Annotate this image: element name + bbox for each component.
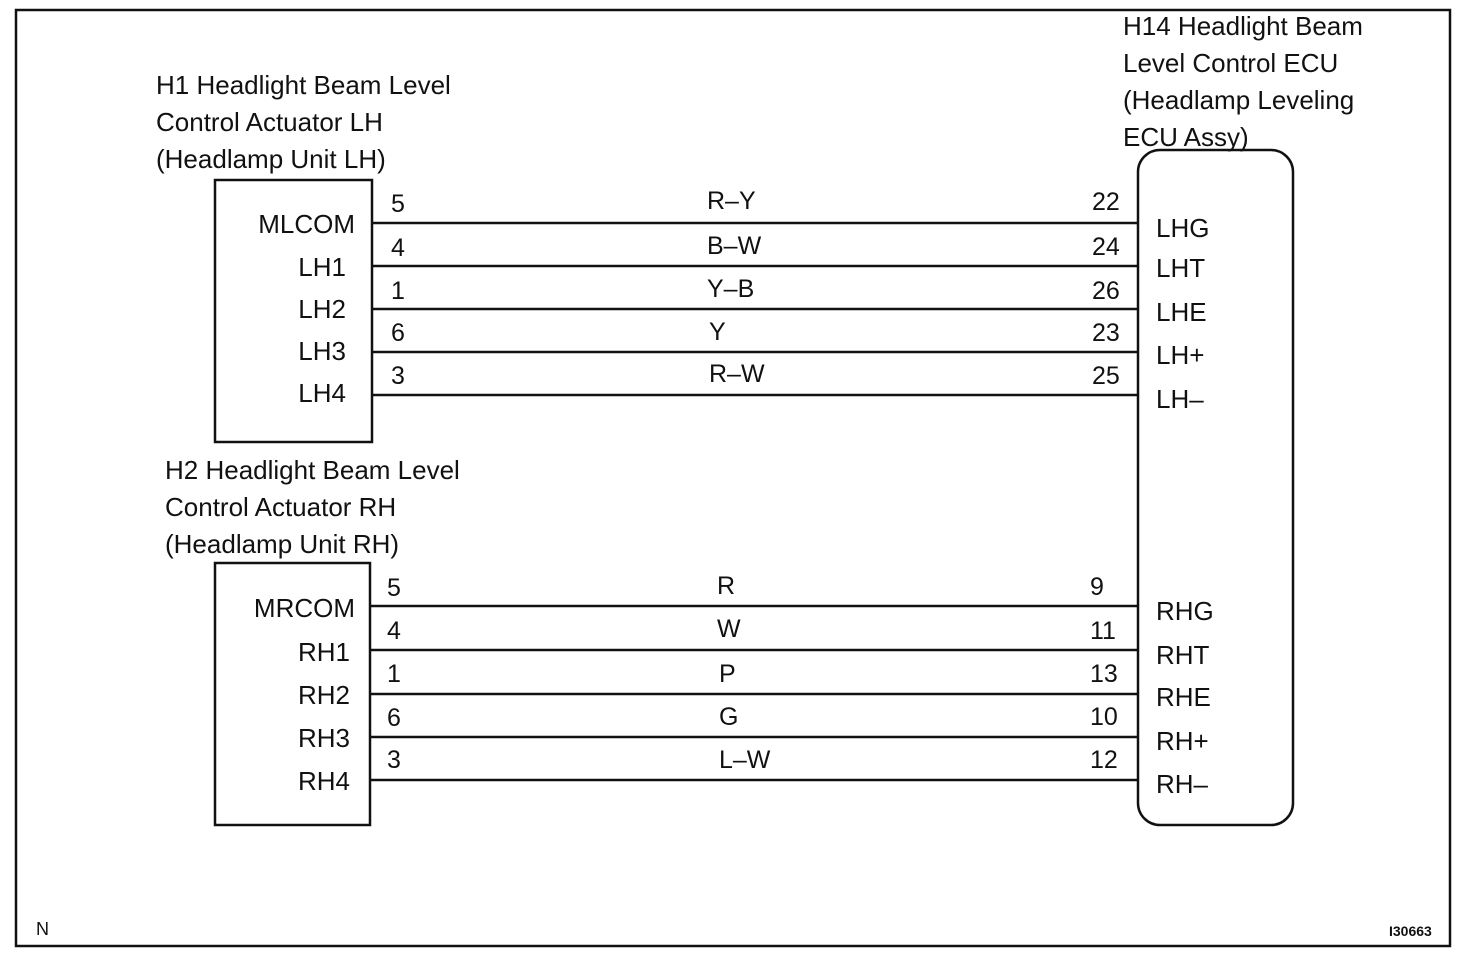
ecu-pin-number: 11 (1090, 617, 1116, 645)
ecu-pin-number: 22 (1092, 188, 1120, 216)
ecu-pin-number: 24 (1092, 233, 1120, 261)
ecu-pin-number: 12 (1090, 746, 1118, 774)
actuator-lh-terminal: LH4 (298, 378, 346, 408)
actuator-lh-box (213, 178, 374, 444)
actuator-pin-number: 3 (387, 746, 401, 774)
actuator-lh-title-line: Control Actuator LH (156, 107, 383, 137)
actuator-rh-title-line: Control Actuator RH (165, 492, 397, 522)
ecu-terminal: LHT (1156, 253, 1206, 283)
actuator-rh-title: H2 Headlight Beam Level Control Actuator… (165, 452, 460, 563)
wire-color-label: R–Y (707, 187, 756, 215)
actuator-pin-number: 1 (387, 660, 401, 688)
wire-color-label: B–W (707, 232, 762, 260)
actuator-rh-terminal: MRCOM (253, 593, 355, 623)
ecu-title-line: ECU Assy) (1123, 122, 1249, 152)
wire-color-label: Y (709, 318, 726, 346)
ecu-terminal: LHG (1156, 213, 1210, 243)
actuator-pin-number: 1 (391, 277, 405, 305)
actuator-lh-terminal: LH2 (298, 294, 346, 324)
actuator-rh-title-line: H2 Headlight Beam Level (165, 455, 460, 485)
actuator-lh-title-line: (Headlamp Unit LH) (156, 144, 386, 174)
actuator-rh-terminal: RH2 (297, 680, 350, 710)
ecu-title: H14 Headlight Beam Level Control ECU (He… (1123, 8, 1363, 156)
ecu-terminal: RH+ (1156, 726, 1209, 756)
ecu-pin-number: 25 (1092, 362, 1120, 390)
wire-color-label: R (717, 572, 736, 600)
outer-border (14, 8, 1452, 948)
ecu-title-line: (Headlamp Leveling (1123, 85, 1355, 115)
wire-color-label: L–W (719, 746, 771, 774)
actuator-pin-number: 5 (387, 574, 401, 602)
wire-color-label: P (719, 660, 736, 688)
actuator-rh-title-line: (Headlamp Unit RH) (165, 529, 400, 559)
actuator-lh-terminal: LH3 (298, 336, 346, 366)
wire-color-label: W (717, 615, 741, 643)
ecu-terminal: LH– (1156, 384, 1204, 414)
ecu-pin-number: 10 (1090, 703, 1118, 731)
actuator-rh-terminal: RH3 (297, 723, 350, 753)
ecu-terminal: LH+ (1156, 340, 1205, 370)
actuator-pin-number: 4 (391, 234, 405, 262)
ecu-box (1136, 148, 1295, 827)
ecu-title-line: Level Control ECU (1123, 48, 1339, 78)
ecu-pin-number: 9 (1090, 573, 1104, 601)
actuator-rh-terminal: RH4 (297, 766, 350, 796)
actuator-pin-number: 6 (391, 319, 405, 347)
ecu-title-line: H14 Headlight Beam (1123, 11, 1363, 41)
ecu-pin-number: 26 (1092, 277, 1120, 305)
actuator-lh-title-line: H1 Headlight Beam Level (156, 70, 451, 100)
corner-label-left: N (36, 919, 49, 939)
actuator-pin-number: 6 (387, 704, 401, 732)
actuator-rh-terminal: RH1 (297, 637, 350, 667)
ecu-terminal: RHE (1156, 682, 1211, 712)
wire-color-label: G (719, 703, 739, 731)
actuator-lh-terminal: MLCOM (258, 209, 355, 239)
actuator-pin-number: 4 (387, 617, 401, 645)
actuator-lh-terminal: LH1 (298, 252, 346, 282)
wire-color-label: Y–B (707, 275, 755, 303)
actuator-pin-number: 5 (391, 190, 405, 218)
wire-color-label: R–W (709, 360, 765, 388)
ecu-terminal: RHG (1156, 596, 1214, 626)
actuator-pin-number: 3 (391, 362, 405, 390)
figure-code: I30663 (1389, 923, 1432, 939)
ecu-pin-number: 23 (1092, 319, 1120, 347)
ecu-terminal: LHE (1156, 297, 1207, 327)
actuator-lh-title: H1 Headlight Beam Level Control Actuator… (156, 67, 451, 178)
ecu-pin-number: 13 (1090, 660, 1118, 688)
ecu-terminal: RH– (1156, 769, 1209, 799)
ecu-terminal: RHT (1156, 640, 1210, 670)
